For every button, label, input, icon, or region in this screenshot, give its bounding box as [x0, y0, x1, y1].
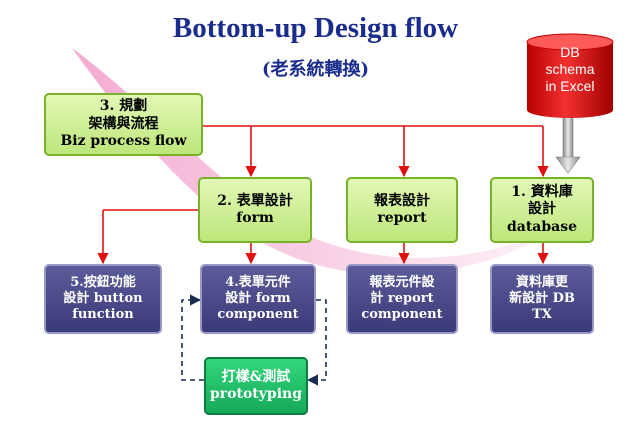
- database-design-box[interactable]: 1. 資料庫 設計 database: [490, 177, 594, 243]
- db-cylinder-icon: [526, 33, 614, 118]
- page-title: Bottom-up Design flow: [172, 12, 459, 44]
- db-schema-label: DB schema in Excel: [545, 44, 595, 95]
- decorative-swoosh: [72, 48, 560, 275]
- form-component-box[interactable]: 4.表單元件 設計 form component: [200, 264, 316, 334]
- prototyping-box[interactable]: 打樣&測試 prototyping: [204, 357, 308, 415]
- page-subtitle: (老系統轉換): [261, 59, 370, 80]
- db-schema-cylinder: DB schema in Excel: [527, 34, 613, 118]
- button-function-box[interactable]: 5.按鈕功能 設計 button function: [44, 264, 162, 334]
- report-design-box[interactable]: 報表設計 report: [346, 177, 458, 243]
- plan-connectors: [203, 125, 549, 178]
- report-component-box[interactable]: 報表元件設 計 report component: [346, 264, 458, 334]
- db-import-arrow: [555, 113, 581, 174]
- form-connectors: [97, 209, 257, 265]
- form-design-box[interactable]: 2. 表單設計 form: [198, 177, 312, 243]
- db-update-box[interactable]: 資料庫更 新設計 DB TX: [490, 264, 594, 334]
- prototyping-loop: [181, 294, 327, 386]
- plan-box[interactable]: 3. 規劃 架構與流程 Biz process flow: [44, 93, 203, 156]
